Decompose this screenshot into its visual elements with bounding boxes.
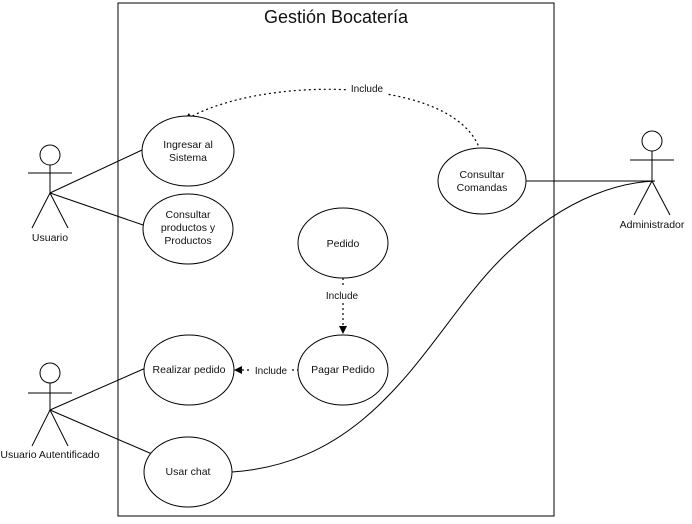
include-top-bg [348,81,386,95]
use-case-consultar-comandas-line2: Comandas [457,182,508,194]
include-top-label: Include [351,84,384,95]
use-case-consultar-productos-line2: productos y [161,222,216,234]
stick-figure-icon [630,130,674,216]
use-case-realizar-pedido-label: Realizar pedido [153,364,226,376]
use-case-consultar-productos-line3: Productos [164,235,211,247]
include-middle-bg [324,288,362,302]
actor-usuario-autentificado: Usuario Autentificado [0,362,100,461]
system-title: Gestión Bocatería [264,7,409,27]
use-case-ingresar-line2: Sistema [169,152,207,164]
use-case-pedido-label: Pedido [327,238,360,250]
stick-figure-icon [28,144,72,229]
assoc-autenticado-realizar [49,366,149,411]
assoc-admin-chat [231,180,656,473]
use-case-pagar-pedido-ellipse [297,334,389,406]
use-case-usar-chat-ellipse [143,436,233,508]
use-case-consultar-comandas-line1: Consultar [460,169,505,181]
include-comandas-ingresar [184,88,481,151]
use-case-pedido: Pedido [297,207,389,279]
stick-figure-icon [28,362,72,447]
use-case-consultar-comandas: Consultar Comandas [437,147,527,215]
use-case-ingresar-line1: Ingresar al [163,139,213,151]
use-case-consultar-comandas-ellipse [437,147,527,215]
use-case-consultar-productos-line1: Consultar [166,209,211,221]
use-case-pagar-pedido-label: Pagar Pedido [311,364,375,376]
assoc-usuario-consultar [49,192,147,227]
include-left-label: Include [255,366,288,377]
include-middle-label: Include [326,291,359,302]
use-case-usar-chat: Usar chat [143,436,233,508]
use-case-pedido-ellipse [297,207,389,279]
use-case-realizar-pedido: Realizar pedido [143,334,235,406]
actor-usuario: Usuario [28,144,72,244]
use-case-consultar-productos-ellipse [142,193,234,265]
system-boundary [117,2,555,517]
use-case-ingresar: Ingresar al Sistema [141,115,235,187]
use-case-pagar-pedido: Pagar Pedido [297,334,389,406]
actor-administrador: Administrador [620,130,685,231]
actor-administrador-label: Administrador [620,219,685,231]
use-case-usar-chat-label: Usar chat [166,466,211,478]
actor-usuario-autentificado-label: Usuario Autentificado [0,449,99,461]
use-case-ingresar-ellipse [141,115,235,187]
include-left-bg [251,363,291,377]
actor-usuario-label: Usuario [32,232,68,244]
assoc-autenticado-chat [49,409,153,455]
associations [49,149,656,473]
use-case-consultar-productos: Consultar productos y Productos [142,193,234,265]
assoc-usuario-ingresar [49,149,143,194]
use-case-realizar-pedido-ellipse [143,334,235,406]
